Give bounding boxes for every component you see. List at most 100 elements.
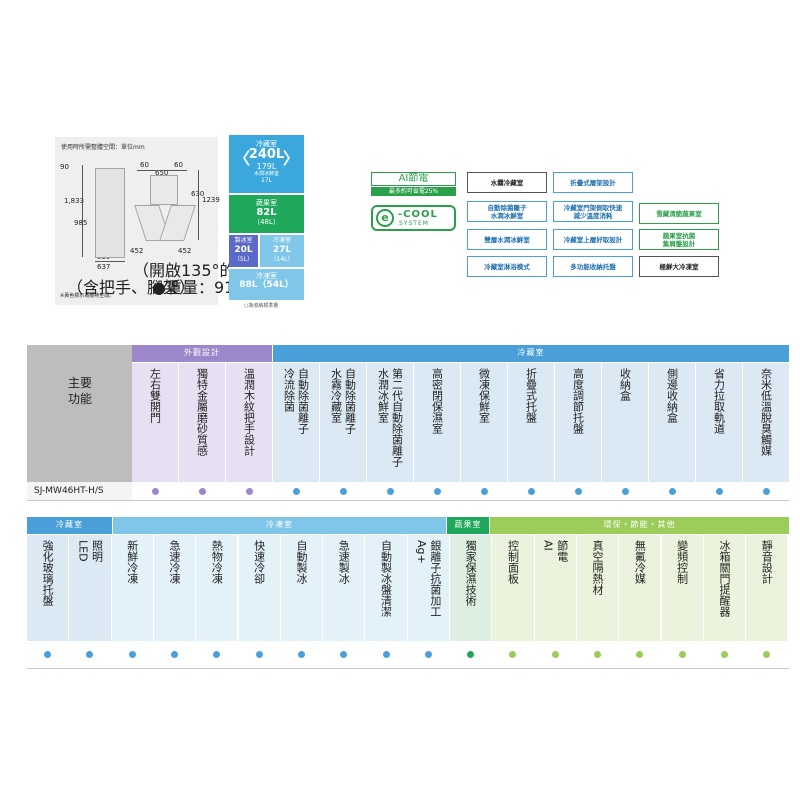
dimension-title: 使用時所需整體空間：單位mm <box>61 144 145 151</box>
table2-column-label: 急速製冰 <box>337 540 351 584</box>
dim-top-650: 650 <box>155 169 169 177</box>
table1-column-label: 高密閉保濕室 <box>430 368 444 434</box>
capacity-freezer: 冷凍室 88L（54L） <box>229 269 304 300</box>
table2-column-label: Ag+ <box>414 540 428 564</box>
feature-tag: 自動除菌離子 水潤冰鮮室 <box>467 201 547 222</box>
capacity-panel: 冷藏室 240L 179L 水潤冰鮮室 17L 〈 〉 蔬果室 82L （48L… <box>229 135 304 300</box>
capacity-ice-std: （5L） <box>233 256 254 263</box>
table2-column-label: 快速冷卻 <box>252 540 266 584</box>
table1-column: 微凍保鮮室 <box>461 363 507 482</box>
table1-column-label: 水潤冰鮮室 <box>376 368 390 423</box>
table2-column-label: AI <box>541 540 555 551</box>
table2-column-label: 靜音設計 <box>760 540 774 584</box>
table1-group-fridge: 冷藏室 <box>273 345 789 362</box>
dim-footnote: ※黃色標示為散熱空間。 <box>60 293 115 299</box>
table2-feature-dot <box>424 651 432 658</box>
table2-column-label: 熱物冷凍 <box>210 540 224 584</box>
table1-feature-dot <box>574 488 582 495</box>
table2-feature-dot <box>171 651 179 658</box>
table1-bottom-line <box>27 500 789 501</box>
dim-feet-note: （含把手、腳架） <box>67 278 196 297</box>
table2-column: 冰箱關門提醒器 <box>703 535 746 641</box>
dim-height-985: 985 <box>74 219 88 227</box>
capacity-fridge-label: 冷藏室 <box>256 140 277 148</box>
table2-feature-dot <box>636 651 644 658</box>
table2-column-label: 節電 <box>555 540 569 562</box>
capacity-conv-label: 冷凍室 <box>272 237 291 244</box>
table2-feature-dot <box>340 651 348 658</box>
capacity-conv-value: 27L <box>272 245 292 255</box>
table1-column-label: 高度調節托盤 <box>571 368 585 434</box>
feature-tag: 水霧冷藏室 <box>467 172 547 193</box>
dim-depth-630: 630 <box>191 190 204 198</box>
table1-column-label: 省力拉取軌道 <box>712 368 726 434</box>
table1-feature-dot <box>151 488 159 495</box>
table2-column: 熱物冷凍 <box>196 535 238 641</box>
capacity-veg: 蔬果室 82L （48L） <box>229 195 304 233</box>
chevron-right-icon: 〉 <box>282 149 299 168</box>
feature-tag: 冷藏室門架側取快速 減少溫度消耗 <box>553 201 633 222</box>
feature-tag: 冷藏室上層好取設計 <box>553 229 633 250</box>
table2-feature-dot <box>763 651 771 658</box>
table2-feature-dot <box>86 651 94 658</box>
dim-height-90: 90 <box>60 163 69 171</box>
table1-feature-dot <box>386 488 394 495</box>
table2-column: 真空隔熱材 <box>576 535 619 641</box>
table1-column: 省力拉取軌道 <box>696 363 742 482</box>
feature-tag: 雙層水潤冰鮮室 <box>467 229 547 250</box>
ai-title: AI節電 <box>371 172 456 186</box>
table2-column-label: 自動製冰 <box>294 540 308 584</box>
table2-feature-dot <box>128 651 136 658</box>
table1-feature-dot <box>480 488 488 495</box>
dim-top-60-left: 60 <box>140 161 149 169</box>
feature-tag: 折疊式層架設計 <box>553 172 633 193</box>
table1-model-cell <box>27 482 132 500</box>
table2-column: 急速製冰 <box>323 535 365 641</box>
table1-column-label: 溫潤木紋把手設計 <box>242 368 256 456</box>
table1-feature-dot <box>762 488 770 495</box>
table2-column: 急速冷凍 <box>153 535 196 641</box>
table1-column-label: 收納盒 <box>618 368 632 401</box>
table1-column-label: 側邊收納盒 <box>665 368 679 423</box>
table2-column-label: 控制面板 <box>506 540 520 584</box>
feature-tag: 多功能收納托盤 <box>553 256 633 277</box>
capacity-fridge-sub: 179L <box>256 162 277 171</box>
table2-bottom-line <box>27 668 789 669</box>
table2-column: 新鮮冷凍 <box>111 535 153 641</box>
dim-depth-1239: 1239 <box>202 196 220 204</box>
table2-column: 靜音設計 <box>746 535 788 641</box>
table2-column: 快速冷卻 <box>238 535 280 641</box>
table1-column: 溫潤木紋把手設計 <box>226 363 272 482</box>
capacity-ice-label: 製冰室 <box>234 237 253 244</box>
ecool-sub-text: SYSTEM <box>399 220 429 227</box>
table2-column: 獨家保濕技術 <box>450 535 492 641</box>
table2-column: 強化玻璃托盤 <box>27 535 69 641</box>
table2-feature-dot <box>255 651 263 658</box>
table2-column: 自動製冰盤清潔 <box>365 535 407 641</box>
table1-column-label: 折疊式托盤 <box>524 368 538 423</box>
capacity-freeze-label: 冷凍室 <box>256 272 277 280</box>
table2-group-eco: 環保・節能・其他 <box>490 517 789 534</box>
table1-group-exterior: 外觀設計 <box>132 345 272 362</box>
table2-feature-dot <box>213 651 221 658</box>
dim-height-1833: 1,833 <box>64 197 85 205</box>
table2-column-label: 急速冷凍 <box>168 540 182 584</box>
capacity-veg-label: 蔬果室 <box>256 199 277 207</box>
table2-group-fridge: 冷藏室 <box>27 517 112 534</box>
table1-column: 高度調節托盤 <box>555 363 601 482</box>
table1-feature-dot <box>621 488 629 495</box>
table2-column-label: LED <box>76 540 90 562</box>
capacity-fridge-sub2-label: 水潤冰鮮室 <box>253 171 279 177</box>
table1-feature-dot <box>433 488 441 495</box>
table2-column-label: 無氟冷媒 <box>633 540 647 584</box>
capacity-note: ○為收納標準量 <box>244 303 279 309</box>
table2-column-label: 真空隔熱材 <box>591 540 605 595</box>
table2-group-veg: 蔬果室 <box>447 517 489 534</box>
table2-feature-dot <box>467 651 475 658</box>
capacity-fridge-sub2: 17L <box>261 177 272 184</box>
table2-feature-dot <box>382 651 390 658</box>
table2-column: 無氟冷媒 <box>619 535 661 641</box>
dim-door-452-left: 452 <box>130 247 144 255</box>
capacity-veg-value: 82L <box>256 207 277 218</box>
